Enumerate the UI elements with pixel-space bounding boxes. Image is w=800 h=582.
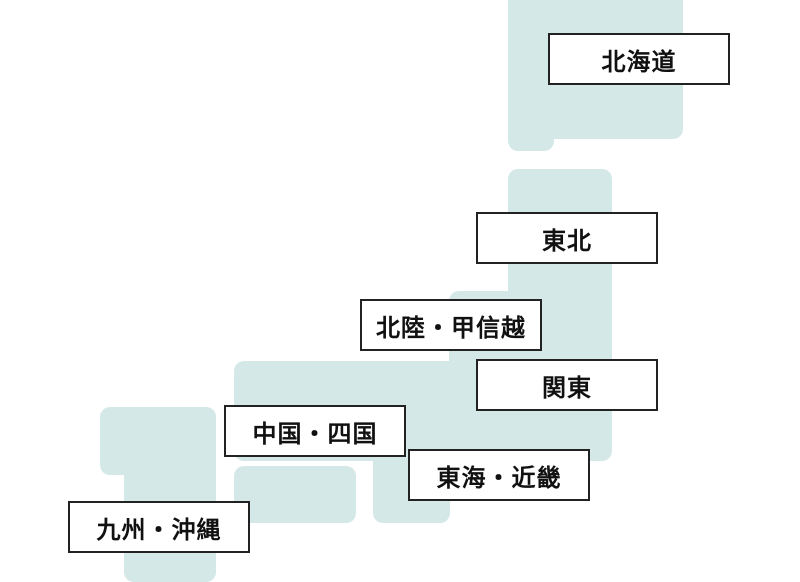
region-label-hokkaido[interactable]: 北海道 (548, 33, 730, 85)
region-label-kanto[interactable]: 関東 (476, 359, 658, 411)
land-kyushu-south (124, 407, 216, 582)
land-hokkaido-tip (508, 120, 554, 151)
region-label-tokai-kinki[interactable]: 東海・近畿 (408, 449, 590, 501)
region-label-chugoku-shikoku[interactable]: 中国・四国 (224, 405, 406, 457)
region-label-kyushu-okinawa[interactable]: 九州・沖縄 (68, 501, 250, 553)
region-label-hokuriku-koshinetsu[interactable]: 北陸・甲信越 (360, 299, 542, 351)
land-shikoku (234, 466, 356, 523)
region-label-tohoku[interactable]: 東北 (476, 212, 658, 264)
